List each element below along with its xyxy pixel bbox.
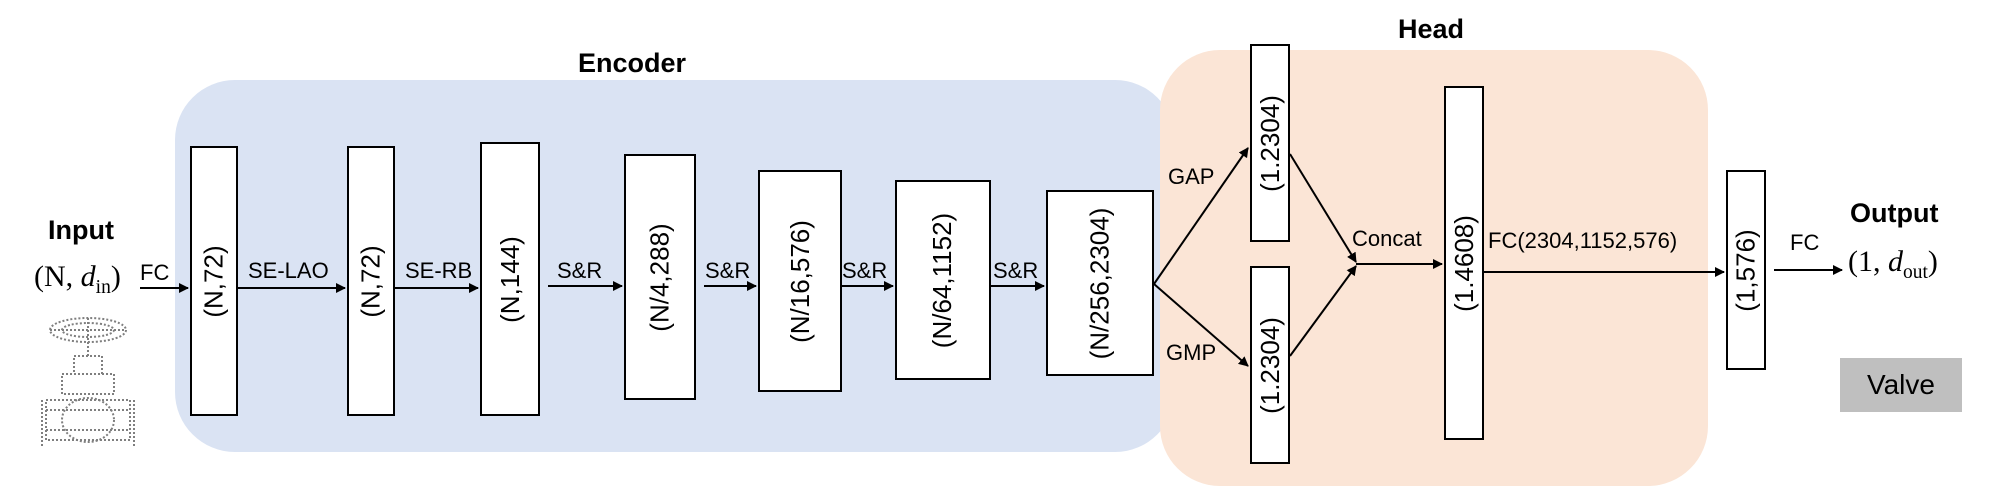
fc-output-label: FC [1790,230,1820,255]
encoder-block-3: (N,144) [480,142,540,416]
sr-label-1: S&R [557,258,603,283]
encoder-block-4: (N/4,288) [624,154,696,400]
arrow-gap-to-concat [1289,153,1357,263]
sr-label-3: S&R [842,258,888,283]
valve-point-cloud-icon [41,317,135,448]
gap-output-block: (1.2304) [1250,44,1290,242]
fc-head-label: FC(2304,1152,576) [1488,228,1678,253]
encoder-block-6: (N/64,1152) [895,180,991,380]
encoder-block-2: (N,72) [347,146,395,416]
output-shape: (1, dout) [1848,245,1938,283]
encoder-block-1: (N,72) [190,146,238,416]
arrow-gmp [1153,283,1249,367]
output-title: Output [1850,198,1939,228]
gap-label: GAP [1168,164,1215,189]
head-title: Head [1398,14,1465,44]
encoder-block-5: (N/16,576) [758,170,842,392]
input-shape: (N, din) [34,260,121,298]
concat-label: Concat [1352,226,1422,251]
sr-label-4: S&R [993,258,1039,283]
class-label-badge: Valve [1840,358,1962,412]
arrow-gap [1153,147,1249,285]
se-lao-label: SE-LAO [248,258,329,283]
encoder-block-7: (N/256,2304) [1046,190,1154,376]
fc-input-label: FC [140,260,170,285]
gmp-label: GMP [1166,340,1217,365]
sr-label-2: S&R [705,258,751,283]
concat-output-block: (1.4608) [1444,86,1484,440]
input-title: Input [48,215,114,245]
arrow-gmp-to-concat [1289,265,1357,357]
se-rb-label: SE-RB [405,258,473,283]
encoder-title: Encoder [578,48,687,78]
gmp-output-block: (1.2304) [1250,266,1290,464]
fc-output-block: (1,576) [1726,170,1766,370]
